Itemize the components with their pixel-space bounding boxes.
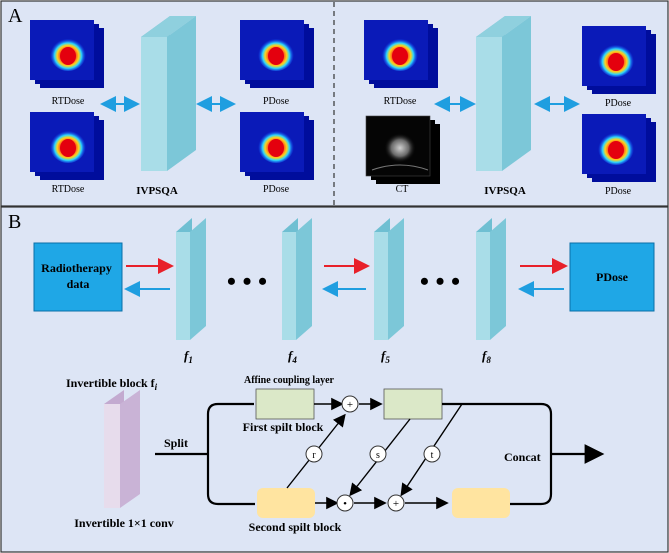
svg-text:+: + — [393, 498, 399, 510]
conv-label: Invertible 1×1 conv — [74, 516, 174, 530]
svg-text:•: • — [343, 498, 347, 510]
ivpsqa-block-left — [141, 16, 196, 171]
input-bottom-label-left: RTDose — [52, 184, 85, 195]
input-top-label-left: RTDose — [52, 96, 85, 107]
affine-box-2 — [383, 388, 443, 420]
panel-b-label: B — [8, 211, 21, 233]
invertible-block-title: Invertible block fi — [66, 376, 158, 392]
t-operator: t — [423, 445, 441, 463]
flow-block-f5 — [374, 218, 404, 340]
output-top-label-left: PDose — [263, 96, 290, 107]
panel-a-label: A — [8, 5, 23, 27]
ellipsis-right: • • • — [420, 267, 460, 296]
pdose-output-label: PDose — [596, 270, 629, 284]
output-top-label-right: PDose — [605, 98, 632, 109]
second-split-label: Second spilt block — [249, 520, 342, 534]
flow-label-f5: f5 — [381, 348, 390, 365]
plus-operator-bottom: + — [387, 494, 405, 512]
second-box-2 — [452, 488, 510, 518]
dose-image-output-top — [240, 20, 314, 88]
dose-image-input-top — [30, 20, 104, 88]
ct-image-input — [365, 115, 440, 184]
dot-operator-bottom: • — [336, 494, 354, 512]
model-label-right: IVPSQA — [484, 185, 526, 197]
flow-label-f4: f4 — [288, 348, 297, 365]
flow-block-f4 — [282, 218, 312, 340]
svg-text:s: s — [376, 450, 380, 461]
flow-label-f8: f8 — [482, 348, 491, 365]
svg-text:t: t — [431, 450, 434, 461]
output-bottom-label-left: PDose — [263, 184, 290, 195]
ivpsqa-block-right — [476, 16, 531, 171]
output-bottom-label-right: PDose — [605, 186, 632, 197]
split-label: Split — [164, 436, 188, 450]
flow-label-f1: f1 — [184, 348, 193, 365]
svg-text:+: + — [347, 399, 353, 411]
model-label-left: IVPSQA — [136, 185, 178, 197]
split-connector — [155, 402, 255, 506]
dose-image-output-bottom-right — [582, 114, 656, 182]
s-operator: s — [369, 445, 387, 463]
dose-image-input-top-right — [364, 20, 438, 88]
dose-image-output-bottom — [240, 112, 314, 180]
r-operator: r — [305, 445, 323, 463]
flow-block-f1 — [176, 218, 206, 340]
plus-operator-top: + — [341, 395, 359, 413]
dose-image-input-bottom — [30, 112, 104, 180]
radiotherapy-data-label: Radiotherapy data — [41, 261, 115, 291]
first-split-label: First spilt block — [243, 420, 324, 434]
pdose-output-box — [569, 242, 655, 312]
affine-coupling-label: Affine coupling layer — [244, 375, 335, 386]
panel-b: B Radiotherapy data PDose — [0, 206, 669, 553]
input-bottom-label-right: CT — [396, 184, 409, 195]
ellipsis-left: • • • — [227, 267, 267, 296]
radiotherapy-data-box — [33, 242, 123, 312]
input-top-label-right: RTDose — [384, 96, 417, 107]
panel-a: A RTDose RTDose IVPSQA — [0, 0, 669, 207]
affine-box-1 — [255, 388, 315, 420]
invertible-conv-block — [104, 390, 140, 508]
concat-label: Concat — [504, 450, 541, 464]
dose-image-output-top-right — [582, 26, 656, 94]
second-box-1 — [257, 488, 315, 518]
flow-block-f8 — [476, 218, 506, 340]
concat-connector — [442, 402, 600, 506]
svg-text:r: r — [312, 450, 316, 461]
